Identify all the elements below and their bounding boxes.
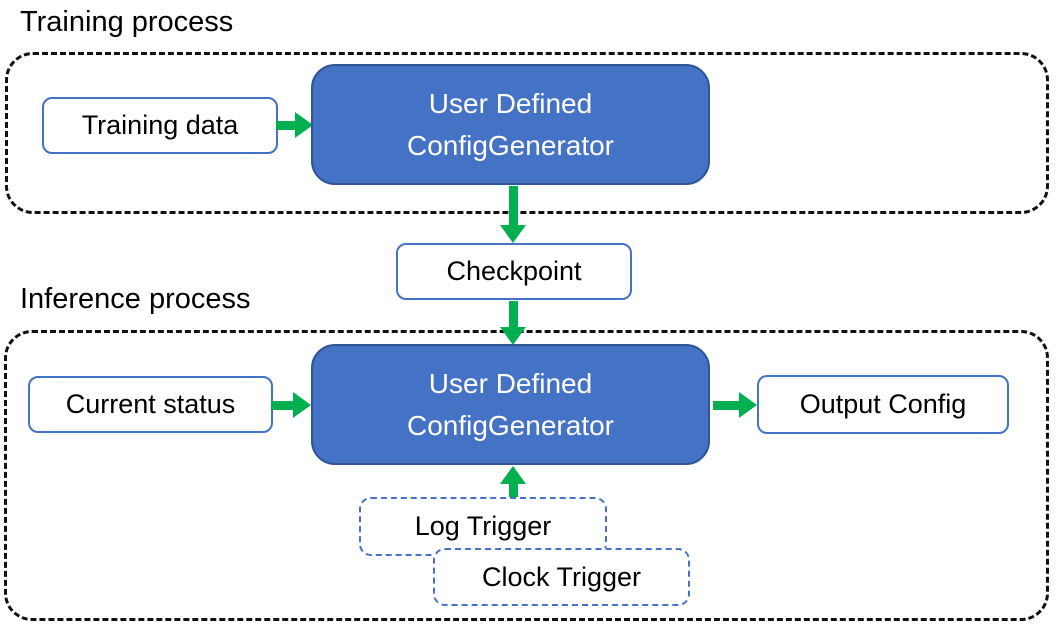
arrow-head-right-icon xyxy=(293,392,311,418)
inference-process-container xyxy=(4,330,1049,621)
arrow-current-status-to-generator xyxy=(271,392,311,418)
arrow-head-right-icon xyxy=(295,112,313,138)
arrow-tail xyxy=(508,186,518,225)
arrow-tail xyxy=(508,484,518,497)
current-status-node: Current status xyxy=(28,376,273,433)
arrow-head-down-icon xyxy=(500,225,526,243)
training-config-generator-node: User Defined ConfigGenerator xyxy=(311,64,710,185)
arrow-training-data-to-generator xyxy=(276,112,313,138)
training-data-node: Training data xyxy=(42,97,278,154)
arrow-head-right-icon xyxy=(739,392,757,418)
arrow-generator-to-checkpoint xyxy=(500,186,526,243)
output-config-node: Output Config xyxy=(757,375,1009,434)
inference-config-generator-node: User Defined ConfigGenerator xyxy=(311,344,710,465)
log-trigger-node: Log Trigger xyxy=(359,497,607,556)
inference-config-generator-line1: User Defined xyxy=(428,367,593,399)
inference-config-generator-line2: ConfigGenerator xyxy=(406,409,614,441)
arrow-tail xyxy=(271,400,293,410)
training-config-generator-line1: User Defined xyxy=(428,87,593,119)
training-config-generator-line2: ConfigGenerator xyxy=(406,129,614,161)
arrow-checkpoint-to-inference-generator xyxy=(500,301,526,345)
arrow-tail xyxy=(508,301,518,327)
training-section-label: Training process xyxy=(20,6,234,38)
arrow-tail xyxy=(713,400,739,410)
arrow-triggers-to-generator xyxy=(500,466,526,497)
arrow-head-up-icon xyxy=(500,466,526,484)
arrow-generator-to-output-config xyxy=(713,392,757,418)
arrow-head-down-icon xyxy=(500,327,526,345)
inference-section-label: Inference process xyxy=(20,283,251,315)
clock-trigger-node: Clock Trigger xyxy=(433,548,690,606)
checkpoint-node: Checkpoint xyxy=(396,243,632,300)
arrow-tail xyxy=(276,120,295,130)
training-process-container xyxy=(5,52,1049,214)
